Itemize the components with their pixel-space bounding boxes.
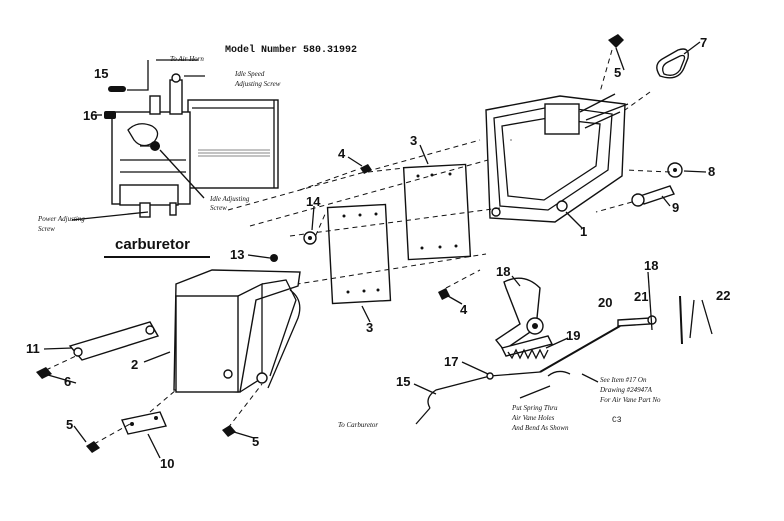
label-see-item-3: For Air Vane Part No [599,396,661,404]
link-rod-15 [427,371,541,409]
label-power-adjusting-1: Power Adjusting [37,215,85,223]
callout-9: 9 [672,200,679,215]
callout-21: 21 [634,289,648,304]
callout-8: 8 [708,164,715,179]
air-cleaner-ring [656,48,689,79]
gasket-plate-3-lower [326,203,392,305]
callout-3-lower: 3 [366,320,373,335]
callout-22: 22 [716,288,730,303]
pin-20 [617,317,651,327]
screw-4-bottom [438,288,450,300]
label-put-spring-3: And Bend As Shown [511,424,569,432]
callout-7: 7 [700,35,707,50]
housing-part-1 [485,93,629,223]
callout-18-right: 18 [644,258,658,273]
air-horn-housing [187,99,279,189]
lower-housing-2 [173,269,301,393]
callout-11: 11 [26,341,40,356]
drawing-code: C3 [612,416,622,425]
power-adjust-screw [139,202,151,218]
callout-4-lower: 4 [460,302,468,317]
label-to-carburetor: To Carburetor [338,421,378,429]
gasket-plate-3-upper [402,163,472,261]
screw-13 [270,254,278,262]
label-idle-adjusting-2: Screw [210,204,227,212]
nut-6 [36,367,52,379]
model-number-title: Model Number 580.31992 [225,44,357,56]
screw-5-right [222,425,236,437]
label-see-item-2: Drawing #24947A [599,386,653,394]
label-put-spring-2: Air Vane Holes [511,414,555,422]
callout-6: 6 [64,374,71,389]
callout-10: 10 [160,456,174,471]
callout-13: 13 [230,247,244,262]
callout-3-upper: 3 [410,133,417,148]
label-idle-adjusting-1: Idle Adjusting [209,195,250,203]
carburetor-caption: carburetor [115,236,190,253]
bolt-9 [639,185,675,205]
label-see-item-1: See Item #17 On [600,376,647,384]
callout-5-right: 5 [252,434,259,449]
callout-1: 1 [580,224,587,239]
governor-housing [485,95,626,223]
callout-19: 19 [566,328,580,343]
spring-clip-22 [689,299,695,339]
carburetor-assembly [71,59,279,221]
callout-17: 17 [444,354,458,369]
idle-speed-screw [169,79,183,115]
screw-5-left [86,441,100,453]
callout-16: 16 [83,108,97,123]
label-idle-speed-2: Adjusting Screw [234,80,281,88]
callout-4-upper: 4 [338,146,346,161]
callout-2-left: 2 [131,357,138,372]
bracket-10 [121,411,167,435]
callout-15-lower: 15 [396,374,410,389]
lever-arm-11 [68,321,160,361]
callout-5-top: 5 [614,65,621,80]
callout-18-lever: 18 [496,264,510,279]
air-vane-lever-assembly [494,277,621,377]
screw-5-top [608,34,624,48]
callout-14: 14 [306,194,321,209]
callout-5-left: 5 [66,417,73,432]
label-idle-speed-1: Idle Speed [234,70,265,78]
label-to-air-horn: To Air Horn [170,55,204,63]
callout-20: 20 [598,295,612,310]
label-put-spring-1: Put Spring Thru [511,404,558,412]
fuel-line-fitting [108,86,126,92]
pin-21 [679,295,683,345]
label-power-adjusting-2: Screw [38,225,55,233]
callout-15-top: 15 [94,66,108,81]
